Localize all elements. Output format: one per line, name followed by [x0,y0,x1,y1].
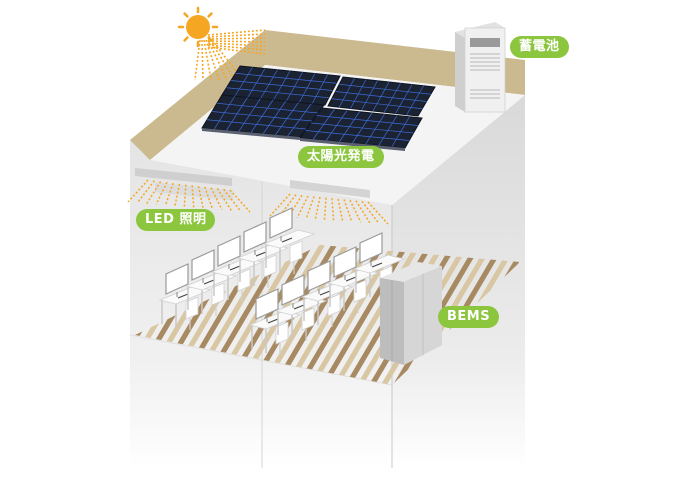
roof-parapet-left [130,30,265,160]
led-light-icon [127,168,389,225]
led-lighting-label: LED 照明 [136,209,216,231]
bems-label: BEMS [438,306,500,328]
battery-label: 蓄電池 [510,36,569,58]
battery-cabinet-icon [455,22,506,113]
floor-divider [129,334,393,386]
bems-cabinet-icon [380,262,442,365]
solar-power-label: 太陽光発電 [298,146,384,168]
sun-icon [177,6,266,81]
solar-panel-icon [201,65,436,151]
desk-icon [158,207,406,355]
